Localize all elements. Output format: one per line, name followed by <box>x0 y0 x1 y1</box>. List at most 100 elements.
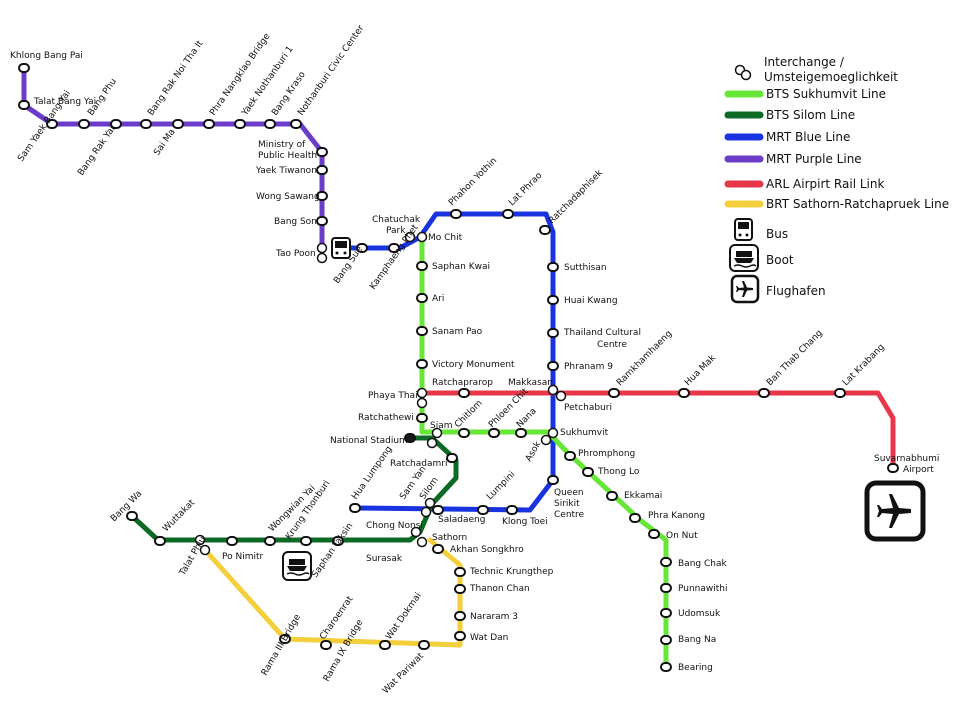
label-rama3-bridge: Rama III Bridge <box>260 612 303 677</box>
label-yaek-tiwanon: Yaek Tiwanon <box>255 166 317 176</box>
label-ministry-2: Public Health <box>258 151 317 161</box>
label-klong-toei: Klong Toei <box>502 517 548 527</box>
station-yaek-tiwanon <box>316 165 328 175</box>
interchange-talat-phlu-2 <box>199 544 211 556</box>
interchange-tao-poon <box>316 242 328 254</box>
station-ban-thab-chang <box>758 388 770 398</box>
legend-blue: MRT Blue Line <box>766 130 850 144</box>
interchange-mo-chit <box>416 231 428 243</box>
legend-sukhumvit: BTS Sukhumvit Line <box>766 87 886 101</box>
station-ratchaprarop <box>458 388 470 398</box>
station-ministry <box>316 147 328 157</box>
station-surasak <box>332 536 344 546</box>
label-suvarnabhumi: Suvarnabhumi <box>874 454 939 464</box>
label-technic: Technic Krungthep <box>469 567 554 577</box>
station-bang-sue <box>356 243 368 253</box>
label-sai-ma: Sai Ma <box>152 128 177 158</box>
station-bang-phu <box>110 119 122 129</box>
station-rama3-bridge <box>279 634 291 644</box>
station-thanon-chan <box>454 584 466 594</box>
station-phranam9 <box>547 361 559 371</box>
label-lat-krabang: Lat Krabang <box>841 342 887 388</box>
station-phloen-chit <box>488 428 500 438</box>
legend-brt: BRT Sathorn-Ratchapruek Line <box>766 197 949 211</box>
label-wat-dan: Wat Dan <box>470 633 508 643</box>
station-queen-sirikit <box>547 475 559 485</box>
label-phra-nang-klao: Phra Nangklao Bridge <box>208 31 273 117</box>
label-nana: Nana <box>515 406 539 430</box>
legend-interchange: Interchange / <box>764 55 845 69</box>
label-bang-wa: Bang Wa <box>109 489 144 524</box>
interchange-silom <box>424 497 436 509</box>
label-talat-bang-yai: Talat Bang Yai <box>33 97 96 107</box>
station-bang-kraso <box>264 119 276 129</box>
label-petchaburi: Petchaburi <box>564 403 612 413</box>
label-ekkamai: Ekkamai <box>624 491 662 501</box>
station-huai-kwang <box>547 295 559 305</box>
station-bang-na <box>660 635 672 645</box>
interchange-asok <box>540 434 552 446</box>
station-phra-khanong <box>629 513 641 523</box>
station-national-stadium <box>404 433 416 443</box>
station-saladaeng <box>432 505 444 515</box>
label-thailand-cultural: Thailand Cultural <box>563 328 641 338</box>
station-krung-thonburi <box>264 536 276 546</box>
station-hua-lumpong <box>349 503 361 513</box>
station-lat-krabang <box>834 388 846 398</box>
label-sukhumvit: Sukhumvit <box>560 428 609 438</box>
interchange-makkasan <box>547 384 559 396</box>
label-ministry: Ministry of <box>258 140 306 150</box>
station-technic <box>454 567 466 577</box>
station-hua-mak <box>678 388 690 398</box>
label-saphan-taksin: Saphan Taksin <box>310 521 355 579</box>
station-yaek-nonthaburi <box>234 119 246 129</box>
legend-interchange-2: Umsteigemoeglichkeit <box>764 70 898 84</box>
label-ari: Ari <box>432 294 444 304</box>
airplane-icon <box>864 480 926 542</box>
interchange-sathorn <box>416 536 428 548</box>
label-phranam9: Phranam 9 <box>564 362 613 372</box>
label-queen-sirikit-2: Sirikit <box>554 499 580 509</box>
station-wat-dokmai <box>379 640 391 650</box>
label-siam: Siam <box>430 421 453 431</box>
legend-airport: Flughafen <box>766 284 826 298</box>
label-on-nut: On Nut <box>666 531 698 541</box>
label-makkasan: Makkasan <box>508 378 553 388</box>
label-sanam-pao: Sanam Pao <box>432 327 483 337</box>
label-victory: Victory Monument <box>432 360 515 370</box>
station-ramkhamhaeng <box>608 388 620 398</box>
station-nonthaburi-civic <box>290 119 302 129</box>
station-udomsuk <box>660 608 672 618</box>
interchange-talat-phlu <box>194 534 206 546</box>
label-wat-pariwat: Wat Pariwat <box>381 651 426 696</box>
label-thong-lo: Thong Lo <box>597 467 640 477</box>
label-bang-son: Bang Son <box>274 217 317 227</box>
label-huai-kwang: Huai Kwang <box>564 296 618 306</box>
station-khlong-bang-pai <box>18 63 30 73</box>
mrt-blue-line <box>349 211 556 513</box>
label-wong-sawang: Wong Sawang <box>256 192 320 202</box>
interchange-tao-poon-2 <box>316 252 328 264</box>
station-bang-chak <box>660 557 672 567</box>
station-ari <box>416 293 428 303</box>
label-ratchadaphisek: Ratchadaphisek <box>547 168 605 226</box>
station-rama9-bridge <box>320 640 332 650</box>
legend-bus: Bus <box>766 227 788 241</box>
label-sathorn: Sathorn <box>432 533 467 543</box>
boat-icon <box>729 244 759 272</box>
label-udomsuk: Udomsuk <box>678 609 721 619</box>
label-khlong-bang-pai: Khlong Bang Pai <box>10 51 83 61</box>
label-suvarnabhumi-2: Airport <box>903 465 934 475</box>
interchange-sala-daeng-2 <box>420 506 432 518</box>
station-sanam-pao <box>416 326 428 336</box>
station-nararam3 <box>454 611 466 621</box>
station-bearing <box>660 662 672 672</box>
station-ratchadaphisek <box>539 225 551 235</box>
legend-purple: MRT Purple Line <box>766 152 862 166</box>
label-wat-dokmai: Wat Dokmai <box>384 591 424 642</box>
station-bang-rak-yai <box>78 119 90 129</box>
interchange-siam <box>431 427 443 439</box>
label-bearing: Bearing <box>678 663 713 673</box>
legend-silom: BTS Silom Line <box>766 108 855 122</box>
